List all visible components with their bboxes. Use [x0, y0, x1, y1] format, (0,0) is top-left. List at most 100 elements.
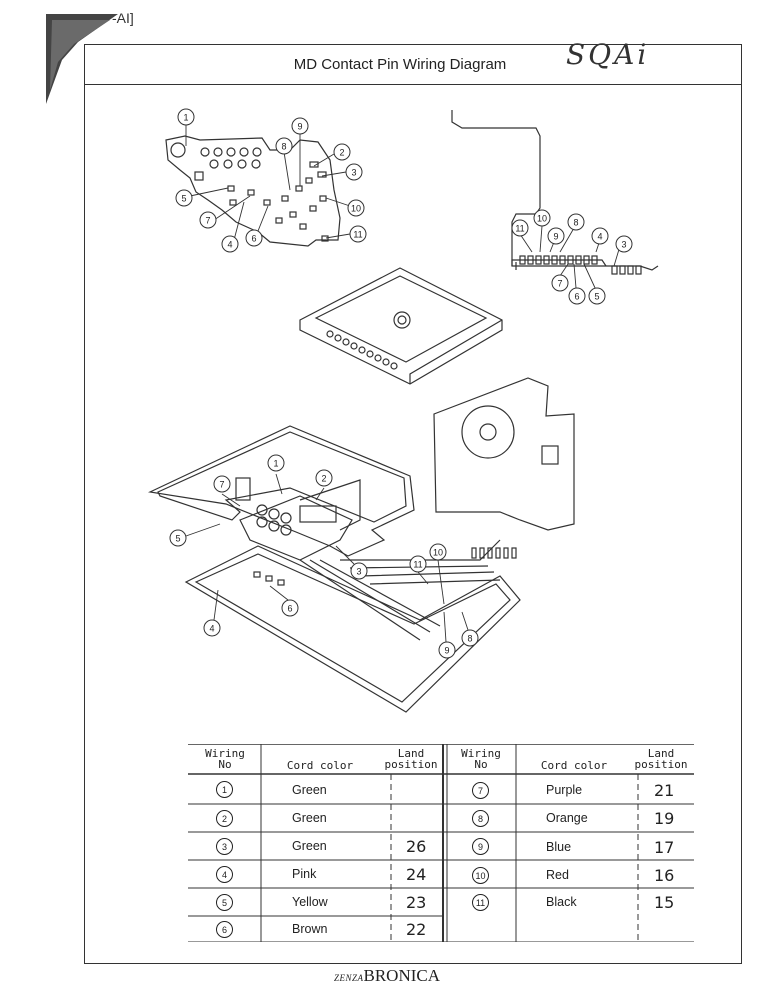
callout-circle — [568, 287, 586, 305]
table-grid — [188, 744, 694, 942]
callout-circle — [533, 209, 551, 227]
callout-label: 3 — [350, 562, 368, 580]
callout-circle — [203, 619, 221, 637]
cord-color: Yellow — [292, 895, 328, 909]
callout-circle — [281, 599, 299, 617]
callout-number: 6 — [287, 604, 292, 614]
callout-circle — [591, 227, 609, 245]
wiring-number-badge: 10 — [472, 867, 489, 884]
wiring-number-badge: 1 — [216, 781, 233, 798]
callout-label: 11 — [511, 219, 529, 237]
wiring-number-badge: 3 — [216, 838, 233, 855]
callout-number: 7 — [219, 480, 224, 490]
header-land-right: Land position — [628, 748, 694, 770]
callout-circle — [438, 641, 456, 659]
callout-number: 1 — [183, 113, 188, 123]
callout-number: 5 — [181, 194, 186, 204]
cord-color: Green — [292, 839, 327, 853]
callout-label: 11 — [349, 225, 367, 243]
cord-color: Brown — [292, 922, 328, 936]
wiring-number-badge: 5 — [216, 894, 233, 911]
callout-label: 6 — [281, 599, 299, 617]
header-no-text: No — [218, 758, 232, 771]
callout-number: 9 — [297, 122, 302, 132]
brand-prefix: ZENZA — [333, 973, 364, 983]
callout-circle — [461, 629, 479, 647]
wiring-number-badge: 2 — [216, 810, 233, 827]
cord-color: Pink — [292, 867, 317, 881]
callout-label: 1 — [177, 108, 195, 126]
callout-circle — [409, 555, 427, 573]
land-position: 24 — [406, 865, 427, 884]
cord-color: Green — [292, 811, 327, 825]
cord-color: Green — [292, 783, 327, 797]
callout-number: 11 — [353, 230, 362, 240]
callout-number: 8 — [467, 634, 472, 644]
brand-name: BRONICA — [363, 966, 441, 985]
callout-circle — [291, 117, 309, 135]
callout-label: 4 — [591, 227, 609, 245]
header-cord-color-right: Cord color — [540, 759, 608, 772]
callout-number: 8 — [281, 142, 286, 152]
header-position-text: position — [384, 758, 438, 771]
callout-number: 2 — [339, 148, 344, 158]
callout-label: 1 — [267, 454, 285, 472]
callout-label: 10 — [429, 543, 447, 561]
page-title: MD Contact Pin Wiring Diagram — [293, 56, 507, 73]
wiring-number-badge: 6 — [216, 921, 233, 938]
callout-number: 3 — [356, 567, 361, 577]
callout-number: 6 — [251, 234, 256, 244]
cord-color: Black — [546, 895, 577, 909]
page-frame — [84, 44, 742, 964]
callout-label: 5 — [169, 529, 187, 547]
callout-label: 6 — [245, 229, 263, 247]
callout-number: 7 — [557, 279, 562, 289]
callout-number: 10 — [351, 204, 361, 214]
callout-circle — [349, 225, 367, 243]
callout-number: 4 — [227, 240, 232, 250]
callout-number: 7 — [205, 216, 210, 226]
callout-label: 7 — [199, 211, 217, 229]
header-land-text: Land — [647, 747, 675, 760]
callout-circle — [547, 227, 565, 245]
header-wiring-right: Wiring No — [450, 748, 512, 770]
land-position: 26 — [406, 837, 427, 856]
wiring-number-badge: 7 — [472, 782, 489, 799]
callout-circle — [169, 529, 187, 547]
callout-label: 8 — [275, 137, 293, 155]
callout-number: 10 — [537, 214, 547, 224]
callout-number: 4 — [597, 232, 602, 242]
land-position: 19 — [654, 809, 675, 828]
callout-label: 10 — [347, 199, 365, 217]
callout-circle — [551, 274, 569, 292]
callout-number: 6 — [574, 292, 579, 302]
callout-circle — [511, 219, 529, 237]
callout-label: 2 — [333, 143, 351, 161]
callout-label: 9 — [438, 641, 456, 659]
callout-number: 8 — [573, 218, 578, 228]
flex-board-top-left — [165, 135, 341, 247]
cord-color: Blue — [546, 840, 572, 854]
cord-color: Purple — [546, 783, 583, 797]
header-no-text: No — [474, 758, 488, 771]
header-wiring-left: Wiring No — [194, 748, 256, 770]
land-position: 15 — [654, 893, 675, 912]
callout-number: 3 — [621, 240, 626, 250]
contact-plate — [299, 267, 503, 385]
callout-circle — [245, 229, 263, 247]
callout-circle — [267, 454, 285, 472]
wiring-number-badge: 4 — [216, 866, 233, 883]
land-position: 22 — [406, 920, 427, 939]
callout-number: 1 — [273, 459, 278, 469]
callout-number: 11 — [413, 560, 422, 570]
land-position: 21 — [654, 781, 675, 800]
callout-circle — [315, 469, 333, 487]
callout-label: 7 — [213, 475, 231, 493]
callout-circle — [175, 189, 193, 207]
callout-number: 11 — [515, 224, 524, 234]
wiring-table: Wiring No Cord color Land position Wirin… — [188, 744, 694, 942]
wiring-number-badge: 11 — [472, 894, 489, 911]
flex-assembly-bottom — [147, 377, 575, 713]
